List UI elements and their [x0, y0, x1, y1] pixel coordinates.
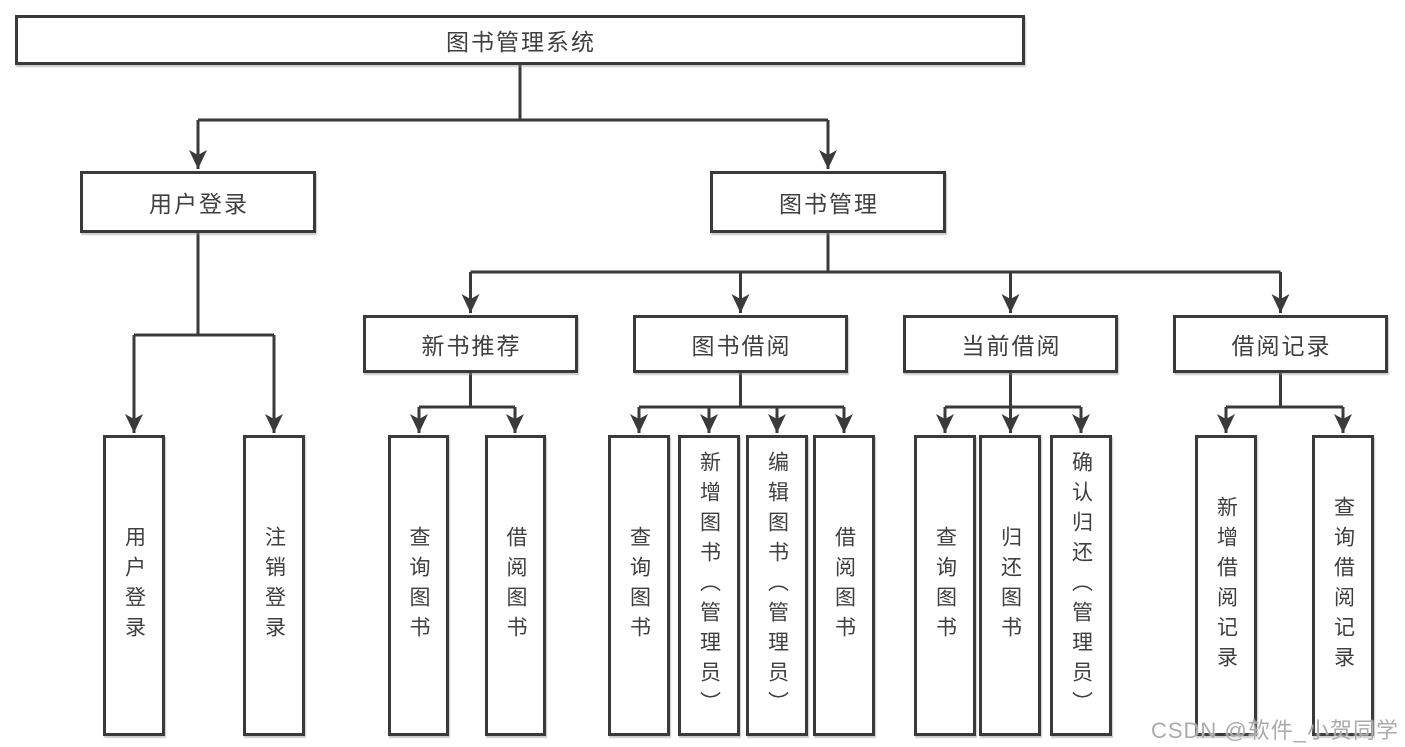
leaf-logout: 注销登录 — [243, 435, 305, 736]
leaf-user-login: 用户登录 — [103, 435, 165, 736]
csdn-watermark: CSDN @软件_小贺同学 — [1150, 718, 1399, 743]
leaf-borrow-books-borrowing: 借阅图书 — [813, 435, 875, 736]
node-book-management-branch: 图书管理 — [710, 171, 946, 233]
leaf-borrow-books-recommend: 借阅图书 — [485, 435, 546, 736]
leaf-confirm-return-admin: 确认归还（管理员） — [1050, 435, 1112, 736]
leaf-add-borrow-record: 新增借阅记录 — [1195, 435, 1257, 736]
leaf-query-books-recommend: 查询图书 — [388, 435, 449, 736]
node-library-management-system: 图书管理系统 — [15, 15, 1025, 65]
leaf-return-books: 归还图书 — [979, 435, 1041, 736]
node-book-borrowing: 图书借阅 — [633, 315, 848, 373]
node-borrowing-records: 借阅记录 — [1173, 315, 1388, 373]
node-current-borrowing: 当前借阅 — [903, 315, 1118, 373]
node-new-book-recommendation: 新书推荐 — [363, 315, 578, 373]
leaf-query-books-borrowing: 查询图书 — [608, 435, 670, 736]
leaf-query-books-current: 查询图书 — [914, 435, 976, 736]
node-user-login-branch: 用户登录 — [80, 171, 316, 233]
leaf-edit-books-admin: 编辑图书（管理员） — [746, 435, 808, 736]
leaf-add-books-admin: 新增图书（管理员） — [678, 435, 740, 736]
leaf-query-borrow-record: 查询借阅记录 — [1312, 435, 1374, 736]
